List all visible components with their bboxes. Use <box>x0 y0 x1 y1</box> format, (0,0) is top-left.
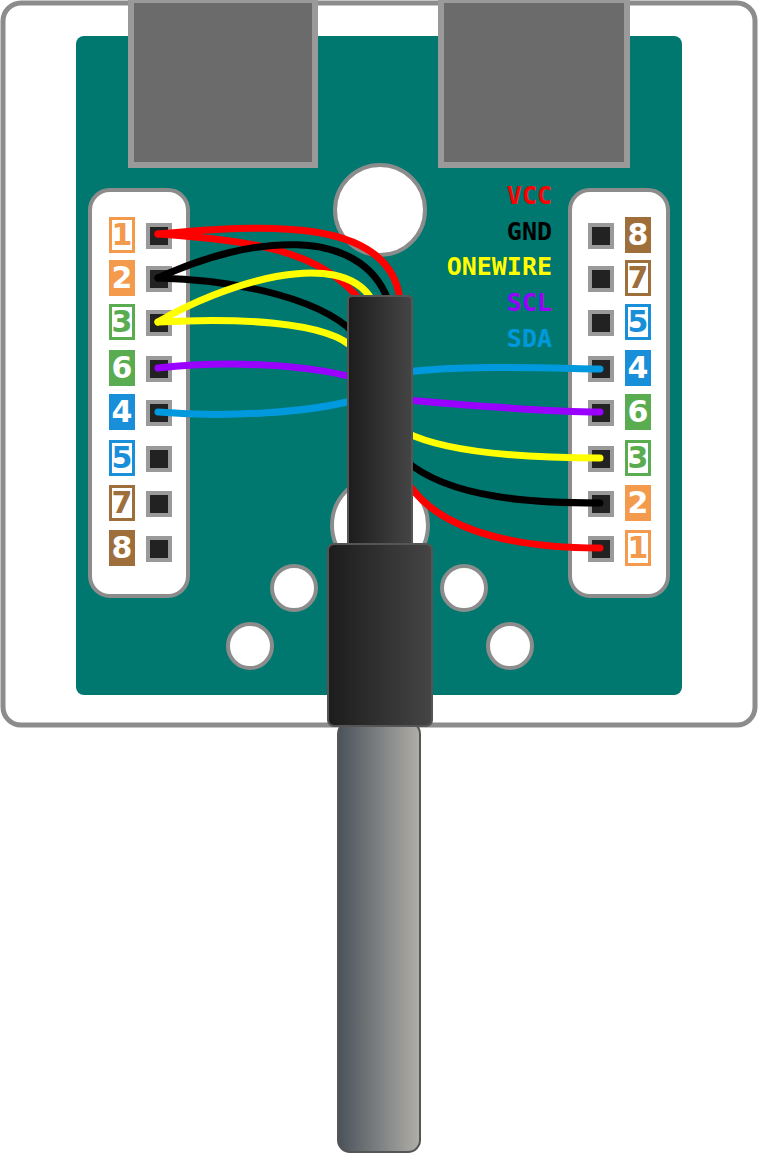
pin-number: 8 <box>109 530 135 566</box>
legend-entry: SCL <box>507 290 552 315</box>
pin-number: 4 <box>625 350 651 386</box>
legend-entry: SDA <box>507 326 552 351</box>
pin-number: 6 <box>625 394 651 430</box>
pin-number: 2 <box>625 485 651 521</box>
pin-number: 7 <box>625 260 651 296</box>
pin-number: 2 <box>109 260 135 296</box>
pin-number: 5 <box>109 440 135 476</box>
pin-number: 7 <box>109 485 135 521</box>
legend-text: SCL <box>507 288 552 317</box>
pin-number: 6 <box>109 350 135 386</box>
pin-number: 1 <box>625 530 651 566</box>
pin-number: 1 <box>109 217 135 253</box>
legend-entry: GND <box>507 219 552 244</box>
legend-text: ONEWIRE <box>447 252 552 281</box>
legend-entry: ONEWIRE <box>447 254 552 279</box>
legend-text: SDA <box>507 324 552 353</box>
legend-text: VCC <box>507 181 552 210</box>
pin-number: 3 <box>109 304 135 340</box>
pin-number: 8 <box>625 217 651 253</box>
pin-number: 3 <box>625 440 651 476</box>
pin-number: 5 <box>625 304 651 340</box>
legend-entry: VCC <box>507 183 552 208</box>
legend-text: GND <box>507 217 552 246</box>
pin-number: 4 <box>109 394 135 430</box>
